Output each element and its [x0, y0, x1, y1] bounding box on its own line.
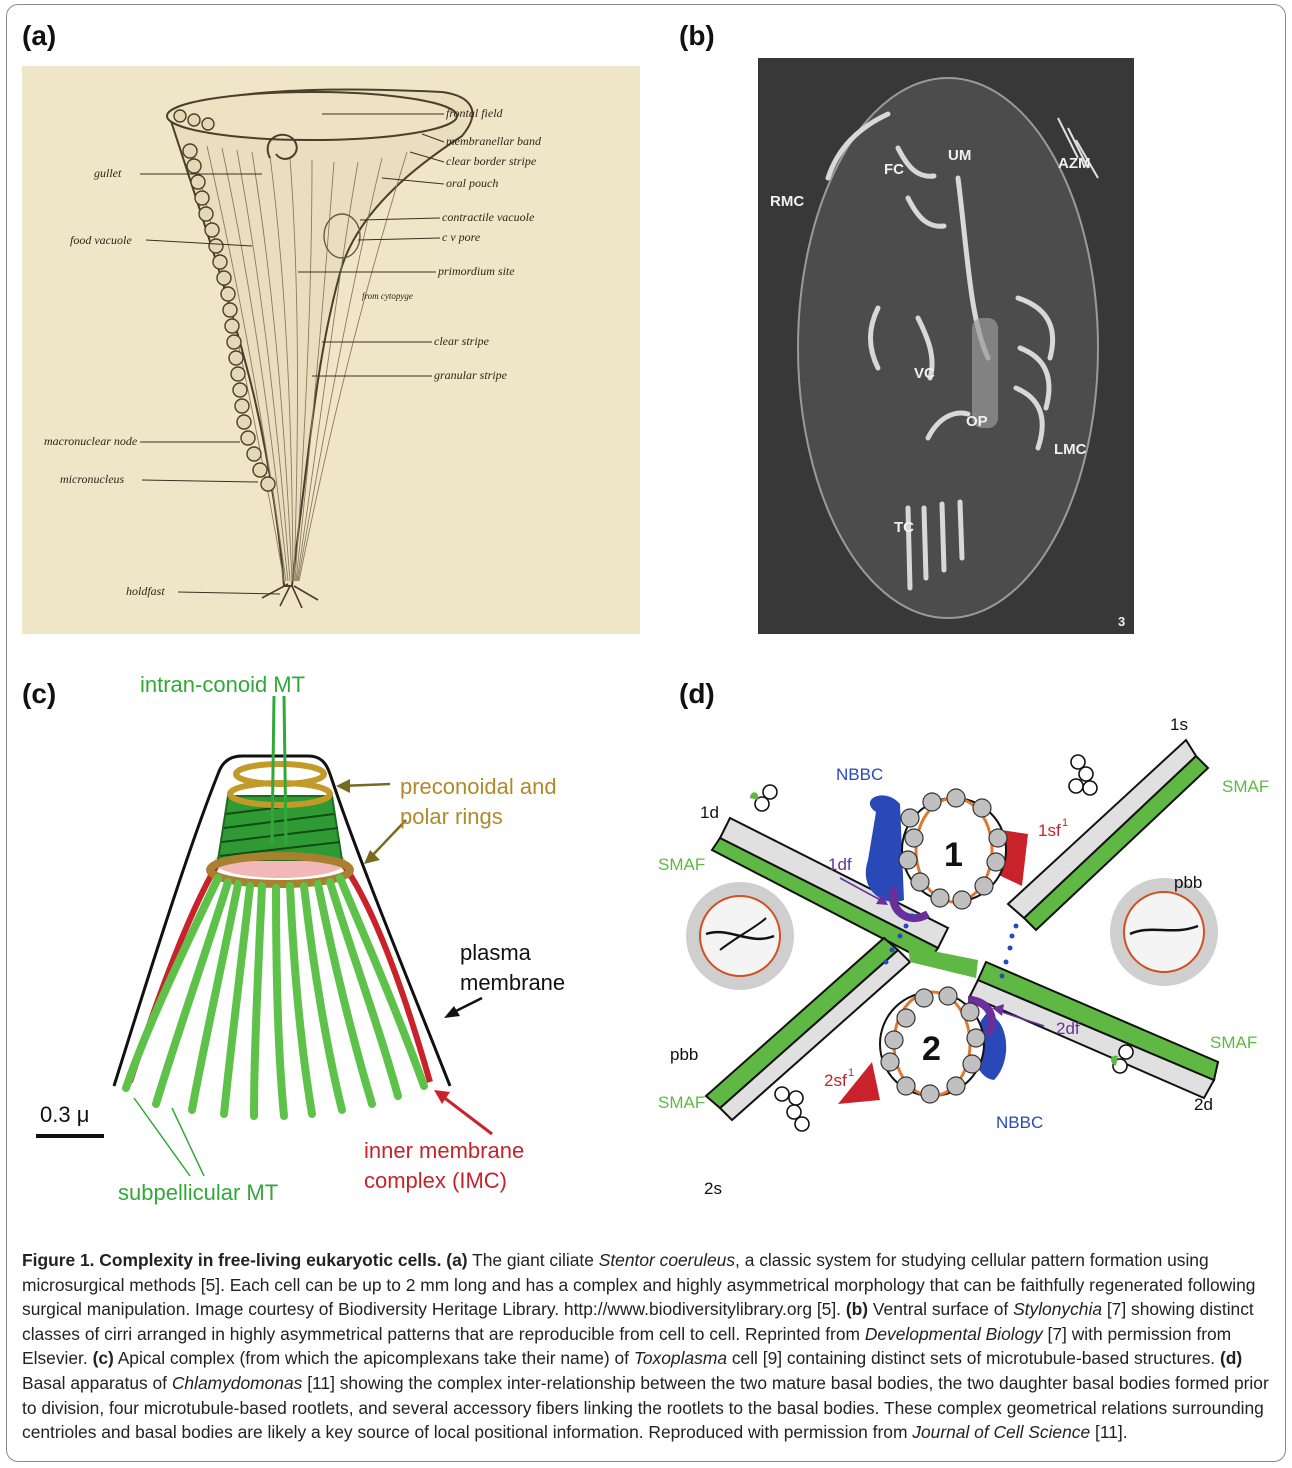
caption-d-label: (d)	[1220, 1348, 1242, 1368]
label-fc: FC	[884, 161, 904, 178]
label-membranellar-band: membranellar band	[446, 134, 542, 148]
label-2d: 2d	[1194, 1095, 1213, 1114]
caption-d-species: Chlamydomonas	[172, 1373, 303, 1393]
caption-d-text-1: Basal apparatus of	[22, 1373, 172, 1393]
label-azm: AZM	[1058, 155, 1091, 172]
label-subpellicular-mt: subpellicular MT	[118, 1180, 278, 1205]
panel-a-label: (a)	[22, 20, 56, 52]
caption-a-text-1: The giant ciliate	[468, 1250, 599, 1270]
label-plasma-membrane-1: plasma	[460, 940, 532, 965]
label-contractile-vacuole: contractile vacuole	[442, 210, 535, 224]
label-imc-1: inner membrane	[364, 1138, 524, 1163]
label-gullet: gullet	[94, 166, 122, 180]
caption-title: Figure 1. Complexity in free-living euka…	[22, 1250, 441, 1270]
label-cv-pore: c v pore	[442, 230, 481, 244]
label-basal-body-1: 1	[944, 836, 963, 874]
caption-c-species: Toxoplasma	[634, 1348, 727, 1368]
label-from-cytopyge: from cytopyge	[362, 291, 413, 301]
label-2sf: 2sf	[824, 1071, 847, 1090]
caption-a-label: (a)	[446, 1250, 467, 1270]
panel-d-diagram: 1s SMAF 1d NBBC SMAF 1df 1sf 1 pbb pbb 2…	[658, 700, 1286, 1206]
label-plasma-membrane-2: membrane	[460, 970, 565, 995]
label-1df: 1df	[828, 855, 852, 874]
label-clear-stripe: clear stripe	[434, 334, 490, 348]
label-vc: VC	[914, 365, 935, 382]
label-2s: 2s	[704, 1179, 722, 1198]
label-smaf-right: SMAF	[1210, 1033, 1257, 1052]
label-imc-2: complex (IMC)	[364, 1168, 507, 1193]
label-pbb-right: pbb	[1174, 873, 1202, 892]
label-lmc: LMC	[1054, 441, 1087, 458]
caption-a-species: Stentor coeruleus	[599, 1250, 735, 1270]
label-smaf-left: SMAF	[658, 855, 705, 874]
panel-b-micrograph: RMC FC UM AZM VC OP LMC TC 3	[758, 58, 1134, 634]
label-1sf-superscript: 1	[1062, 817, 1068, 829]
label-nbbc-bottom: NBBC	[996, 1113, 1043, 1132]
label-2df: 2df	[1056, 1019, 1080, 1038]
caption-b-text-1: Ventral surface of	[868, 1299, 1013, 1319]
caption-d-text-3: [11].	[1090, 1422, 1127, 1442]
caption-c-label: (c)	[93, 1348, 114, 1368]
label-2sf-superscript: 1	[848, 1067, 854, 1079]
label-plate-number: 3	[1118, 614, 1125, 629]
label-scale-bar: 0.3 μ	[40, 1102, 89, 1127]
label-holdfast: holdfast	[126, 584, 165, 598]
caption-c-text-2: cell [9] containing distinct sets of mic…	[727, 1348, 1220, 1368]
label-smaf-top-right: SMAF	[1222, 777, 1269, 796]
panel-a-illustration: frontal field membranellar band clear bo…	[22, 66, 640, 634]
caption-c-text-1: Apical complex (from which the apicomple…	[114, 1348, 634, 1368]
caption-d-journal: Journal of Cell Science	[912, 1422, 1090, 1442]
label-intra-conoid-mt: intran-conoid MT	[140, 672, 305, 697]
label-1d: 1d	[700, 803, 719, 822]
label-rmc: RMC	[770, 193, 804, 210]
label-preconoidal-rings-1: preconoidal and	[400, 774, 557, 799]
label-clear-border-stripe: clear border stripe	[446, 154, 537, 168]
label-macronuclear-node: macronuclear node	[44, 434, 138, 448]
label-1s: 1s	[1170, 715, 1188, 734]
label-um: UM	[948, 147, 971, 164]
label-smaf-bottom-left: SMAF	[658, 1093, 705, 1112]
label-tc: TC	[894, 519, 914, 536]
label-nbbc-top: NBBC	[836, 765, 883, 784]
caption-b-species: Stylonychia	[1013, 1299, 1102, 1319]
figure-caption: Figure 1. Complexity in free-living euka…	[22, 1248, 1272, 1445]
caption-b-label: (b)	[846, 1299, 868, 1319]
label-frontal-field: frontal field	[446, 106, 504, 120]
label-pbb-left: pbb	[670, 1045, 698, 1064]
label-granular-stripe: granular stripe	[434, 368, 508, 382]
label-primordium-site: primordium site	[437, 264, 515, 278]
label-micronucleus: micronucleus	[60, 472, 125, 486]
caption-b-journal: Developmental Biology	[865, 1324, 1043, 1344]
panel-c-diagram: intran-conoid MT preconoidal and polar r…	[22, 664, 652, 1212]
panel-b-label: (b)	[679, 20, 715, 52]
label-1sf: 1sf	[1038, 821, 1061, 840]
label-oral-pouch: oral pouch	[446, 176, 498, 190]
label-food-vacuole: food vacuole	[70, 233, 132, 247]
label-basal-body-2: 2	[922, 1030, 941, 1068]
label-op: OP	[966, 413, 988, 430]
label-preconoidal-rings-2: polar rings	[400, 804, 503, 829]
